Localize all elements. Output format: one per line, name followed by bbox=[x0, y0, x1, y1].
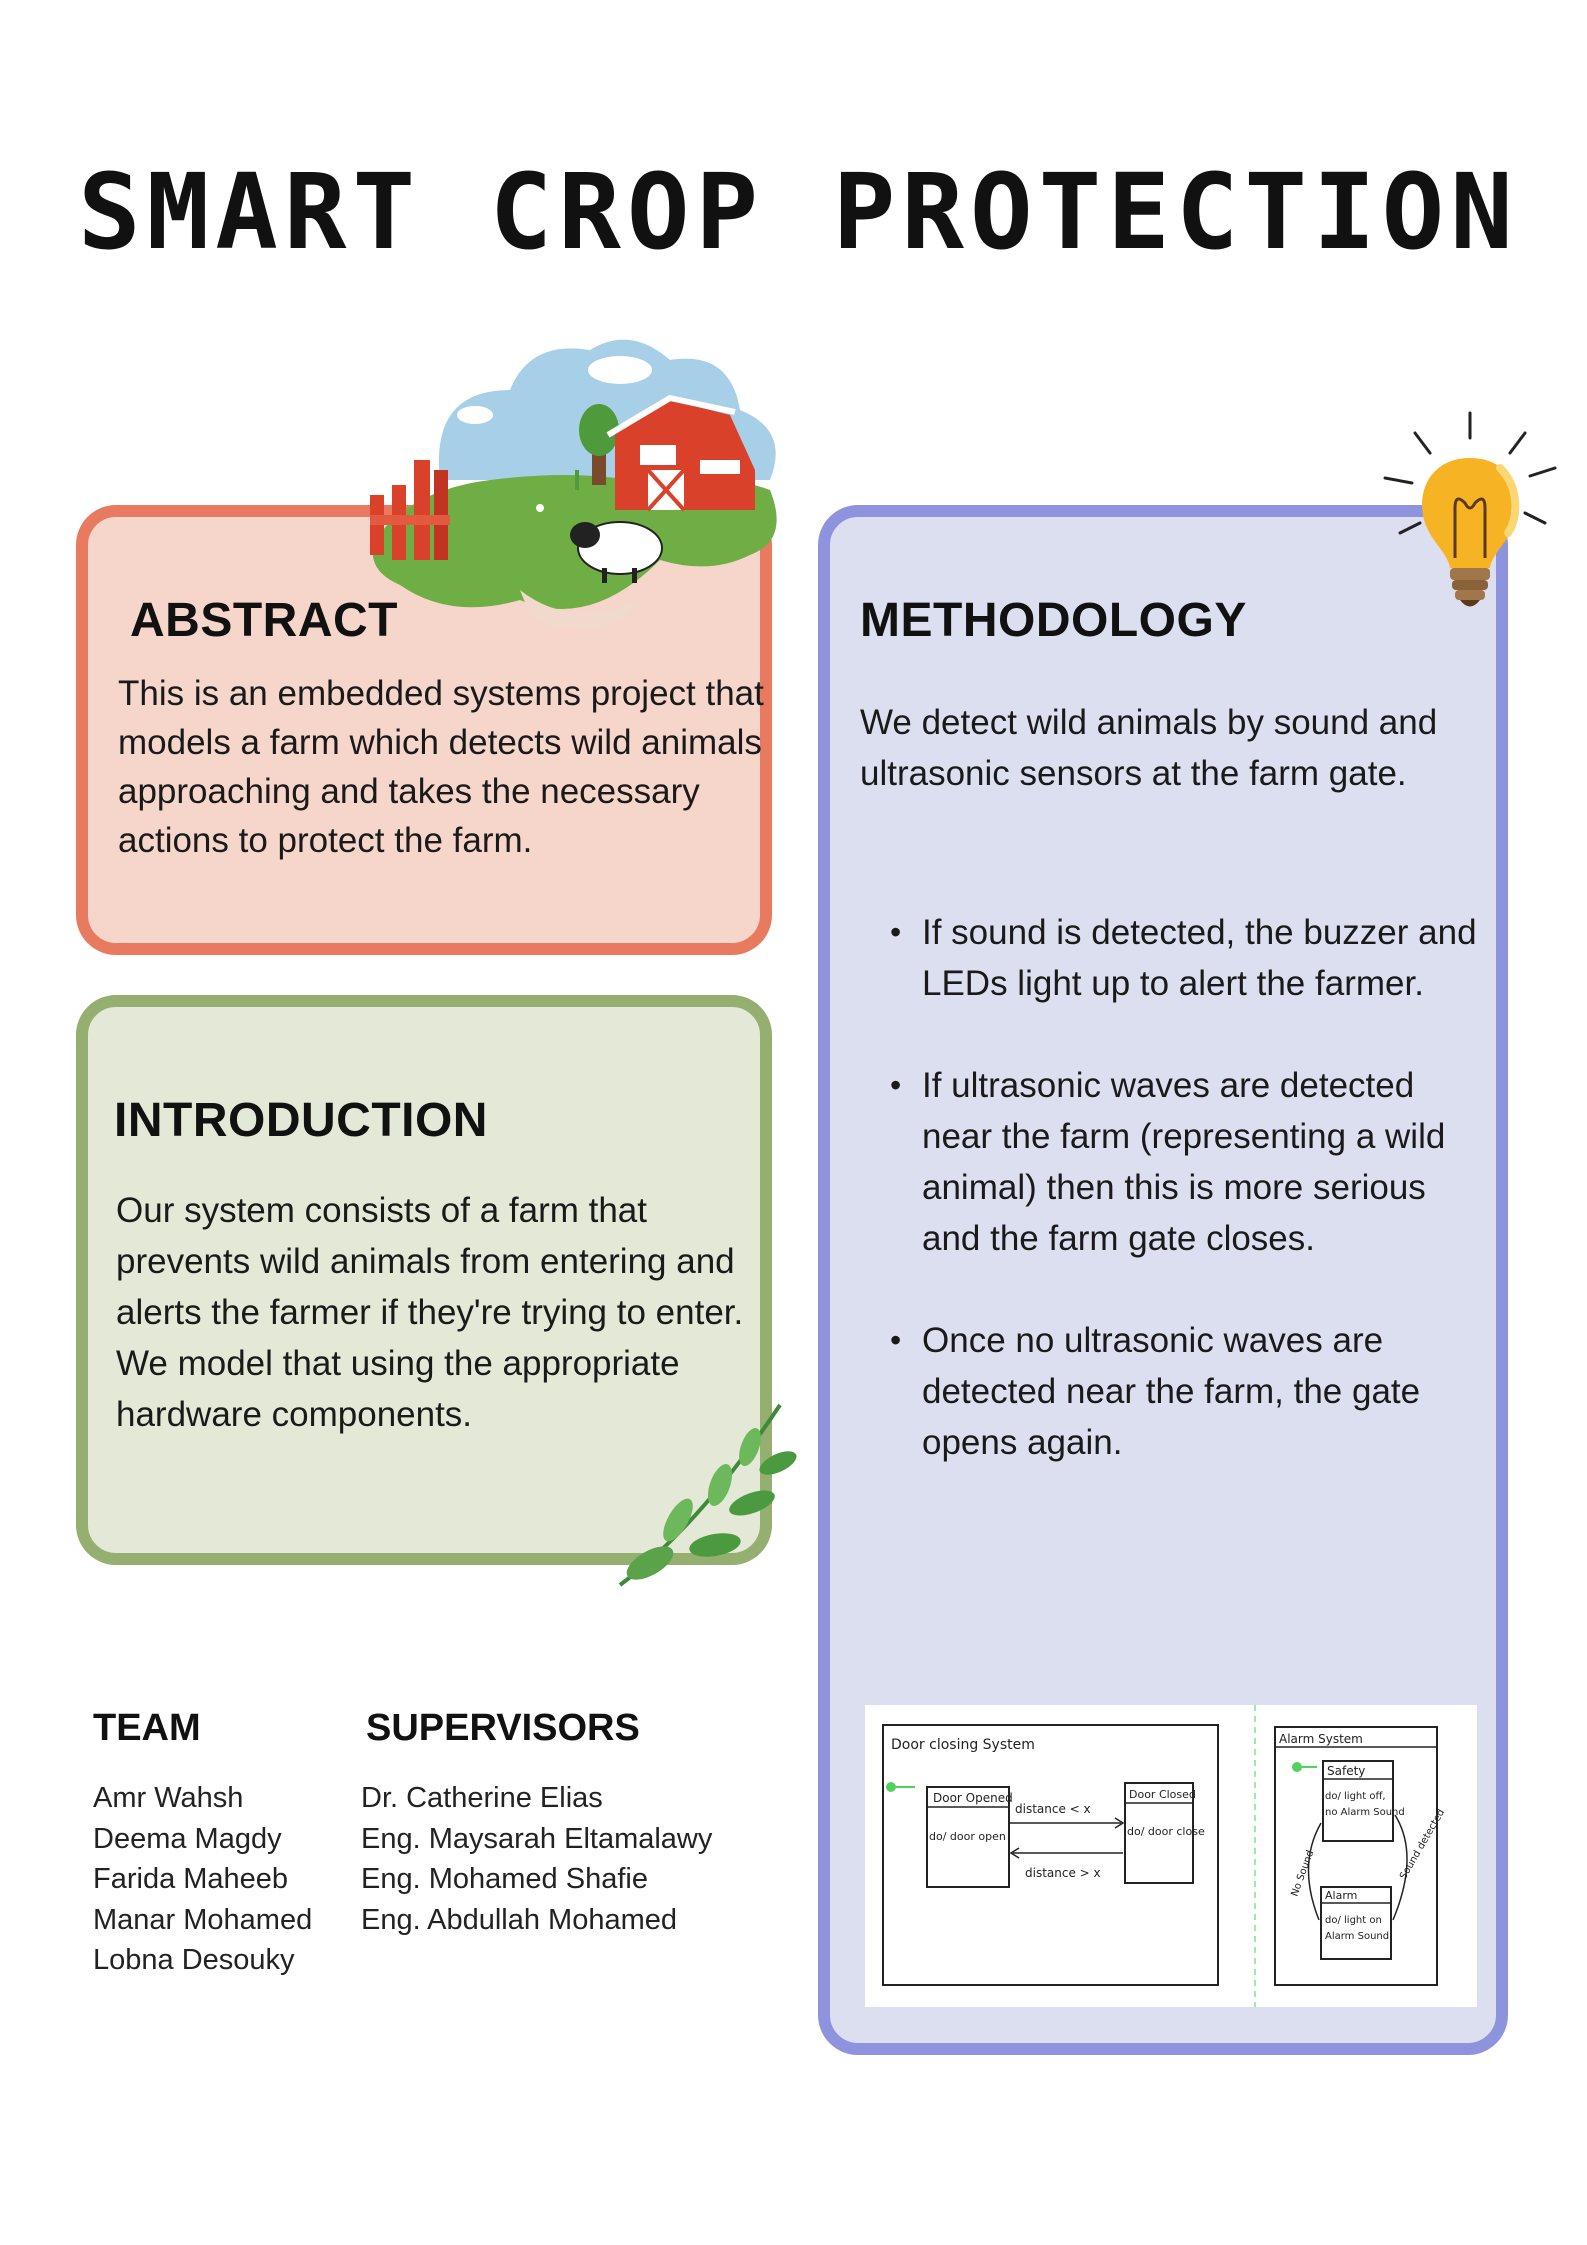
farm-illustration bbox=[370, 339, 777, 629]
door-system-frame bbox=[882, 1724, 1219, 1986]
door-opened-action: do/ door open bbox=[929, 1830, 1006, 1843]
team-members-list: Amr Wahsh Deema Magdy Farida Maheeb Mana… bbox=[93, 1778, 312, 1981]
supervisor: Eng. Maysarah Eltamalawy bbox=[361, 1822, 713, 1855]
door-system-title: Door closing System bbox=[891, 1737, 1035, 1753]
door-opened-label: Door Opened bbox=[933, 1791, 1013, 1805]
methodology-bullet: If ultrasonic waves are detected near th… bbox=[890, 1060, 1490, 1264]
state-diagrams: Door closing System Door Opened do/ door… bbox=[882, 1705, 1447, 2007]
alarm-transition-no-sound: No Sound bbox=[1289, 1849, 1316, 1898]
safety-state bbox=[1322, 1760, 1394, 1842]
team-member: Deema Magdy bbox=[93, 1822, 282, 1855]
supervisors-heading: SUPERVISORS bbox=[366, 1707, 640, 1749]
methodology-card: METHODOLOGY We detect wild animals by so… bbox=[818, 505, 1508, 2055]
methodology-bullet: Once no ultrasonic waves are detected ne… bbox=[890, 1315, 1490, 1468]
alarm-action-2: Alarm Sound bbox=[1325, 1931, 1389, 1942]
introduction-card: INTRODUCTION Our system consists of a fa… bbox=[76, 995, 772, 1565]
supervisor: Dr. Catherine Elias bbox=[361, 1782, 603, 1814]
alarm-label: Alarm bbox=[1325, 1889, 1357, 1902]
alarm-state bbox=[1320, 1886, 1392, 1960]
team-member: Manar Mohamed bbox=[93, 1903, 313, 1936]
alarm-system-title: Alarm System bbox=[1279, 1732, 1363, 1746]
door-closed-action: do/ door close bbox=[1127, 1825, 1205, 1838]
door-transition-close: distance < x bbox=[1015, 1802, 1091, 1816]
leaf-branch-illustration bbox=[618, 1403, 797, 1587]
methodology-heading: METHODOLOGY bbox=[860, 594, 1247, 647]
introduction-body: Our system consists of a farm that preve… bbox=[116, 1191, 744, 1434]
methodology-intro: We detect wild animals by sound and ultr… bbox=[860, 703, 1438, 793]
alarm-system-frame bbox=[1274, 1726, 1438, 1986]
door-opened-state bbox=[926, 1786, 1010, 1888]
introduction-heading: INTRODUCTION bbox=[114, 1094, 488, 1147]
supervisor: Eng. Abdullah Mohamed bbox=[361, 1903, 677, 1936]
safety-action-2: no Alarm Sound bbox=[1325, 1807, 1405, 1818]
door-closed-label: Door Closed bbox=[1129, 1788, 1196, 1801]
safety-label: Safety bbox=[1327, 1764, 1365, 1778]
door-closed-state bbox=[1124, 1782, 1194, 1884]
alarm-action-1: do/ light on bbox=[1325, 1915, 1382, 1926]
team-member: Lobna Desouky bbox=[93, 1944, 295, 1976]
supervisor: Eng. Mohamed Shafie bbox=[361, 1863, 648, 1895]
abstract-heading: ABSTRACT bbox=[130, 594, 398, 647]
abstract-body: This is an embedded systems project that… bbox=[118, 674, 764, 860]
supervisors-list: Dr. Catherine Elias Eng. Maysarah Eltama… bbox=[361, 1778, 712, 1940]
state-diagrams-panel: Door closing System Door Opened do/ door… bbox=[865, 1705, 1477, 2007]
lightbulb-icon bbox=[1383, 411, 1557, 607]
poster-title: SMART CROP PROTECTION bbox=[78, 151, 1519, 273]
team-member: Farida Maheeb bbox=[93, 1863, 289, 1895]
methodology-bullet-list: If sound is detected, the buzzer and LED… bbox=[890, 907, 1490, 1519]
methodology-bullet: If sound is detected, the buzzer and LED… bbox=[890, 907, 1490, 1009]
door-transition-open: distance > x bbox=[1025, 1866, 1101, 1880]
team-heading: TEAM bbox=[93, 1707, 201, 1749]
safety-action-1: do/ light off, bbox=[1325, 1791, 1386, 1802]
team-member: Amr Wahsh bbox=[93, 1782, 244, 1814]
